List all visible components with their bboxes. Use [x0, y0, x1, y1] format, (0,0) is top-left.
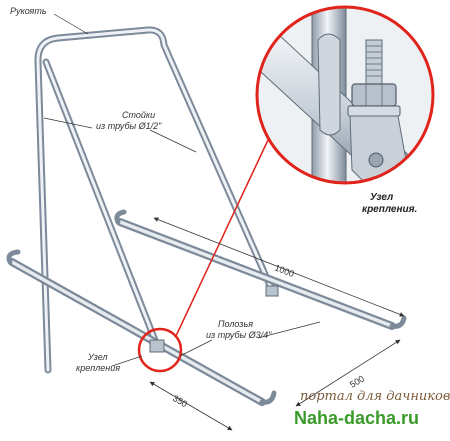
- joint-leader: [111, 355, 143, 367]
- inset-label-line1: Узел: [370, 192, 394, 203]
- dimension-350: [149, 381, 233, 431]
- runners-leader-1: [179, 339, 213, 357]
- dimension-1000-label: 1000: [273, 263, 295, 280]
- joint-label-line2: крепления: [76, 363, 120, 373]
- runners-label-line1: Полозья: [218, 319, 253, 329]
- inset-label-line2: крепления.: [362, 204, 417, 215]
- posts-label-line1: Стойки: [122, 110, 155, 120]
- joint-label-line1: Узел: [87, 352, 108, 362]
- handle-label: Рукоять: [10, 6, 47, 16]
- joint-highlight-circle: [137, 327, 183, 373]
- posts-label-line2: из трубы Ø1/2": [96, 121, 162, 131]
- handle-leader: [53, 13, 89, 35]
- runners-leader-2: [257, 321, 321, 339]
- front-runner: [6, 249, 277, 406]
- posts-leader-2: [149, 129, 197, 153]
- watermark-tagline: портал для дачников: [300, 389, 450, 404]
- dimension-350-label: 350: [171, 393, 189, 409]
- dimension-500: [295, 339, 401, 407]
- posts-leader-1: [43, 117, 93, 129]
- watermark-site: Naha-dacha.ru: [294, 408, 419, 428]
- inset-detail: [255, 5, 435, 185]
- dimension-500-label: 500: [348, 374, 366, 390]
- dimension-1000: [153, 217, 405, 317]
- runners-label-line2: из трубы Ø3/4": [206, 330, 272, 340]
- handle-frame: [34, 26, 276, 374]
